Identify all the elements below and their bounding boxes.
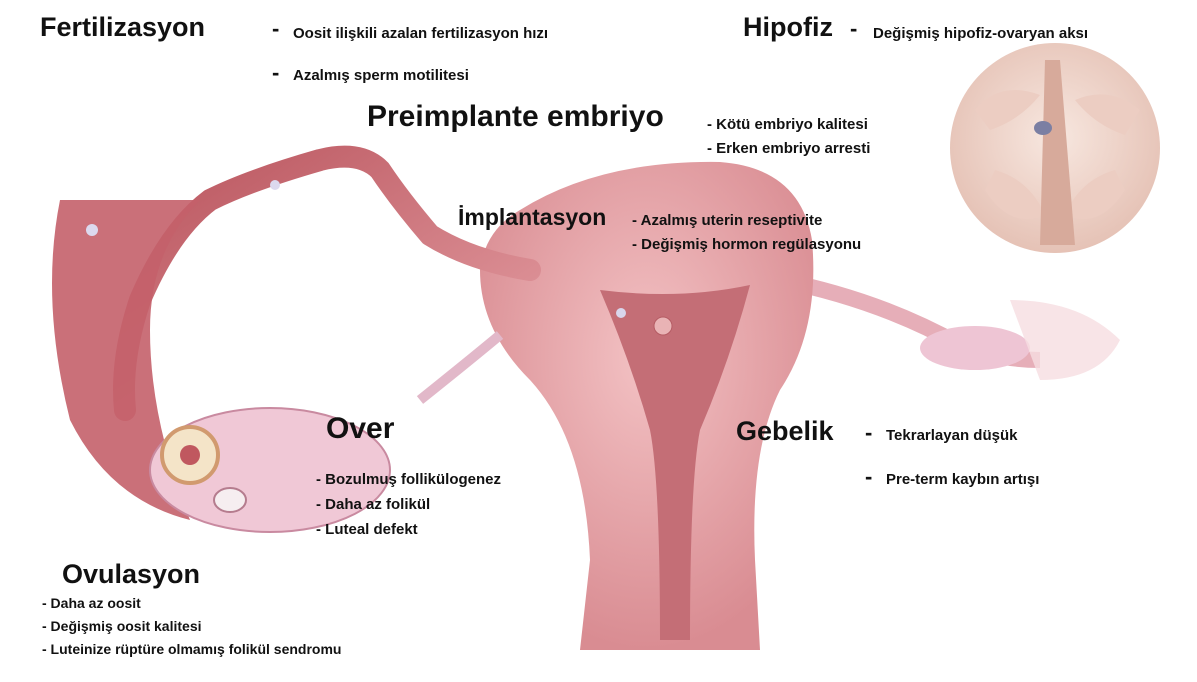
fertilizasyon-item-2: Azalmış sperm motilitesi	[293, 68, 469, 83]
right-tube-illustration	[780, 280, 1120, 380]
brain-illustration	[950, 43, 1160, 253]
preimplante-item-1: - Kötü embriyo kalitesi	[707, 117, 868, 132]
over-item-3: - Luteal defekt	[316, 522, 418, 537]
implantasyon-item-2: - Değişmiş hormon regülasyonu	[632, 237, 861, 252]
over-title: Over	[326, 414, 394, 444]
ovulasyon-item-2: - Değişmiş oosit kalitesi	[42, 619, 202, 633]
implantasyon-title: İmplantasyon	[458, 206, 606, 229]
hipofiz-item-1: Değişmiş hipofiz-ovaryan aksı	[873, 26, 1088, 41]
fertilizasyon-title: Fertilizasyon	[40, 14, 205, 41]
hipofiz-title: Hipofiz	[743, 14, 833, 41]
implantasyon-item-1: - Azalmış uterin reseptivite	[632, 213, 822, 228]
preimplante-title: Preimplante embriyo	[367, 102, 664, 132]
fertilizasyon-dash-1: -	[272, 18, 279, 40]
over-item-2: - Daha az folikül	[316, 497, 430, 512]
gebelik-title: Gebelik	[736, 418, 834, 445]
gebelik-dash-1: -	[865, 422, 872, 444]
gebelik-dash-2: -	[865, 466, 872, 488]
over-item-1: - Bozulmuş follikülogenez	[316, 472, 501, 487]
ovulasyon-title: Ovulasyon	[62, 561, 200, 588]
ovulasyon-item-1: - Daha az oosit	[42, 596, 141, 610]
gebelik-item-2: Pre-term kaybın artışı	[886, 472, 1039, 487]
hipofiz-dash: -	[850, 18, 857, 40]
ovulasyon-item-3: - Luteinize rüptüre olmamış folikül send…	[42, 642, 341, 656]
gebelik-item-1: Tekrarlayan düşük	[886, 428, 1017, 443]
preimplante-item-2: - Erken embriyo arresti	[707, 141, 870, 156]
fertilizasyon-item-1: Oosit ilişkili azalan fertilizasyon hızı	[293, 26, 548, 41]
fertilizasyon-dash-2: -	[272, 62, 279, 84]
